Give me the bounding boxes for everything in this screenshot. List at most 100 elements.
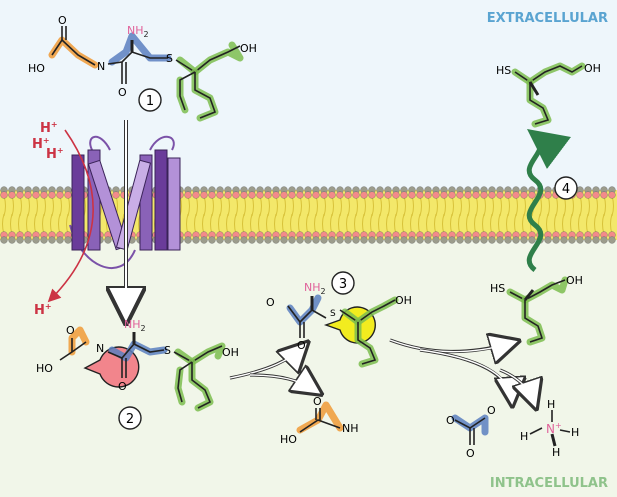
lipid-head bbox=[184, 191, 192, 199]
atom-s: S bbox=[166, 52, 173, 65]
keto-acid-product: O O O bbox=[446, 404, 496, 460]
lipid-head bbox=[464, 191, 472, 199]
lipid-head bbox=[208, 191, 216, 199]
atom-oh: OH bbox=[240, 42, 257, 55]
lipid-head bbox=[216, 191, 224, 199]
lipid-head bbox=[432, 236, 440, 244]
lipid-head bbox=[544, 191, 552, 199]
atom-h: H bbox=[520, 430, 528, 443]
lipid-head bbox=[408, 191, 416, 199]
lipid-head bbox=[576, 236, 584, 244]
lipid-head bbox=[600, 191, 608, 199]
transporter-protein bbox=[69, 135, 181, 269]
lipid-head bbox=[344, 191, 352, 199]
svg-text:H+: H+ bbox=[40, 120, 58, 136]
lipid-head bbox=[304, 191, 312, 199]
proton-intracellular: H+ bbox=[34, 302, 52, 318]
lipid-head bbox=[192, 191, 200, 199]
atom-hs: HS bbox=[490, 282, 505, 295]
lipid-head bbox=[400, 191, 408, 199]
lipid-head bbox=[368, 236, 376, 244]
atom-h: H bbox=[571, 426, 579, 439]
lipid-head bbox=[312, 236, 320, 244]
lipid-head bbox=[576, 191, 584, 199]
intracellular-label: INTRACELLULAR bbox=[490, 476, 608, 491]
lipid-head bbox=[328, 236, 336, 244]
lipid-head bbox=[320, 236, 328, 244]
atom-o: O bbox=[118, 380, 127, 393]
lipid-head bbox=[280, 236, 288, 244]
lipid-head bbox=[16, 191, 24, 199]
thiol-product-extracellular: HS OH bbox=[496, 62, 601, 128]
lipid-head bbox=[256, 191, 264, 199]
proton-flow-arrow bbox=[47, 129, 94, 303]
atom-nh2: NH2 bbox=[304, 281, 326, 296]
atom-n: N bbox=[97, 60, 105, 73]
svg-text:4: 4 bbox=[562, 182, 570, 197]
atom-oh: OH bbox=[395, 294, 412, 307]
lipid-head bbox=[32, 236, 40, 244]
atom-ho: HO bbox=[36, 362, 53, 375]
atom-n: N bbox=[96, 342, 104, 355]
lipid-head bbox=[592, 236, 600, 244]
atom-ho: HO bbox=[280, 433, 297, 446]
lipid-head bbox=[528, 191, 536, 199]
export-arrow bbox=[526, 128, 571, 272]
byproduct-molecule: O HO NH bbox=[280, 395, 359, 446]
svg-text:2: 2 bbox=[126, 412, 134, 427]
lipid-head bbox=[352, 191, 360, 199]
lipid-head bbox=[440, 191, 448, 199]
lipid-head bbox=[408, 236, 416, 244]
lipid-head bbox=[360, 236, 368, 244]
atom-h: H bbox=[552, 446, 560, 459]
step-3-marker: 3 bbox=[331, 271, 355, 295]
lipid-head bbox=[200, 191, 208, 199]
lipid-head bbox=[400, 236, 408, 244]
step-1-marker: 1 bbox=[138, 88, 162, 112]
extracellular-region bbox=[0, 0, 617, 200]
atom-o: O bbox=[118, 86, 127, 99]
atom-o: O bbox=[446, 414, 455, 427]
lipid-head bbox=[608, 191, 616, 199]
lipid-head bbox=[304, 236, 312, 244]
lipid-head bbox=[392, 191, 400, 199]
lipid-head bbox=[376, 191, 384, 199]
lipid-head bbox=[392, 236, 400, 244]
lipid-head bbox=[24, 191, 32, 199]
lipid-head bbox=[224, 191, 232, 199]
lipid-head bbox=[456, 191, 464, 199]
lipid-head bbox=[208, 236, 216, 244]
lipid-head bbox=[424, 191, 432, 199]
atom-nh2: NH2 bbox=[124, 318, 146, 333]
lipid-head bbox=[368, 191, 376, 199]
lipid-head bbox=[496, 236, 504, 244]
lipid-head bbox=[40, 236, 48, 244]
lipid-head bbox=[264, 236, 272, 244]
lipid-head bbox=[184, 236, 192, 244]
atom-nh2: NH2 bbox=[127, 24, 149, 39]
atom-s: S bbox=[164, 344, 171, 357]
lipid-head bbox=[608, 236, 616, 244]
lipid-head bbox=[256, 236, 264, 244]
lipid-head bbox=[464, 236, 472, 244]
atom-s: S bbox=[330, 309, 336, 319]
lipid-head bbox=[496, 191, 504, 199]
lipid-head bbox=[440, 236, 448, 244]
lipid-head bbox=[240, 236, 248, 244]
atom-o: O bbox=[266, 296, 275, 309]
atom-h: H bbox=[547, 398, 555, 411]
lipid-head bbox=[376, 236, 384, 244]
lipid-head bbox=[16, 236, 24, 244]
lipid-head bbox=[280, 191, 288, 199]
lipid-head bbox=[384, 236, 392, 244]
lipid-head bbox=[232, 191, 240, 199]
lipid-head bbox=[272, 191, 280, 199]
lipid-head bbox=[264, 191, 272, 199]
svg-text:3: 3 bbox=[339, 277, 347, 292]
lipid-head bbox=[424, 236, 432, 244]
atom-nh: NH bbox=[342, 422, 359, 435]
atom-oh: OH bbox=[222, 346, 239, 359]
lipid-head bbox=[56, 236, 64, 244]
lipid-head bbox=[416, 191, 424, 199]
lipid-head bbox=[288, 191, 296, 199]
